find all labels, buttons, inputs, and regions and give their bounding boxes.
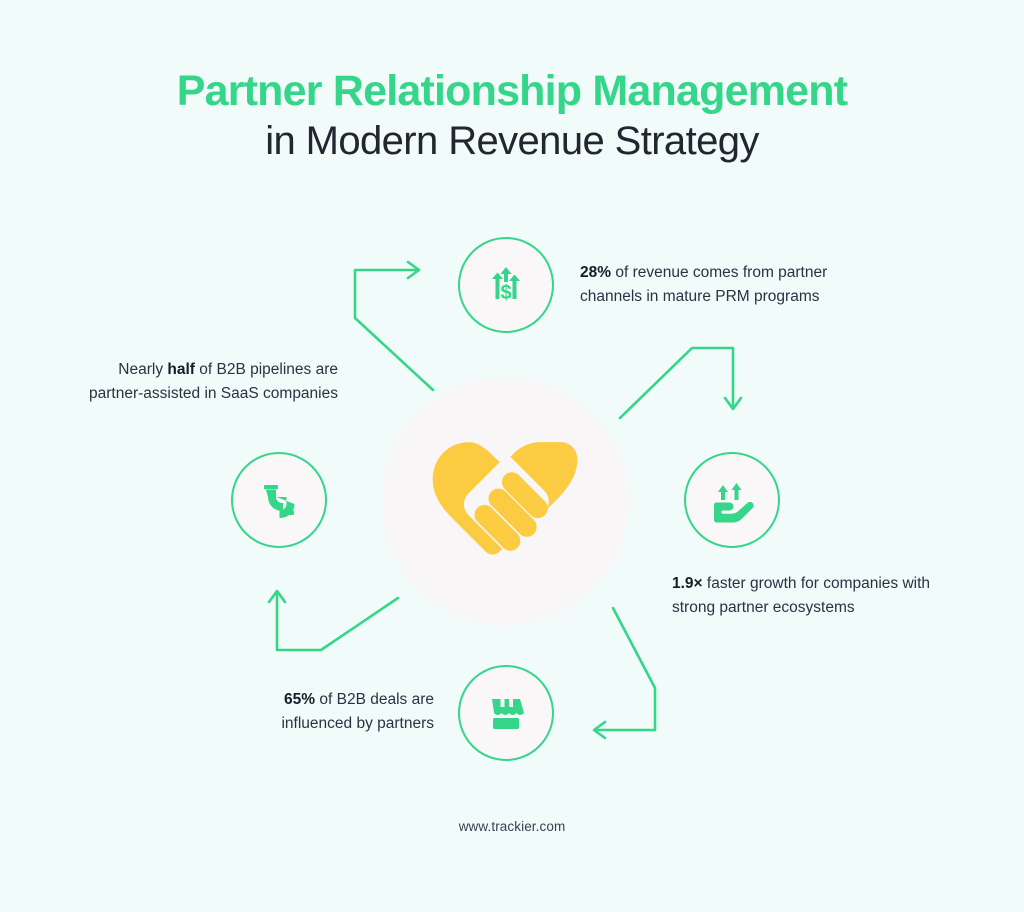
- stat-prefix-pipeline-assist: Nearly: [118, 361, 168, 378]
- stat-deal-influence: 65% of B2B deals are influenced by partn…: [222, 688, 434, 736]
- stat-value-growth-multiplier: 1.9×: [672, 575, 703, 592]
- node-growth-multiplier[interactable]: [684, 452, 780, 548]
- title-line-1: Partner Relationship Management: [176, 67, 848, 115]
- svg-text:$: $: [500, 282, 511, 304]
- storefront-icon: [492, 699, 524, 729]
- arrow-path-bottom-left: [275, 590, 400, 652]
- stat-value-deal-influence: 65%: [284, 691, 316, 708]
- arrow-path-top-left: [353, 268, 435, 392]
- stat-text-revenue-share: of revenue comes from partner channels i…: [580, 264, 828, 306]
- hand-with-up-arrows-icon: [713, 483, 754, 523]
- dollar-growth-arrows-icon: $: [492, 267, 520, 304]
- arrow-head-bottom-left: [267, 589, 287, 604]
- center-hub: [381, 377, 629, 625]
- stat-value-revenue-share: 28%: [580, 264, 612, 281]
- node-pipeline-assist[interactable]: [231, 452, 327, 548]
- stat-text-deal-influence: of B2B deals are influenced by partners: [281, 691, 434, 733]
- page-title: Partner Relationship Management in Moder…: [0, 68, 1024, 164]
- footer-url[interactable]: www.trackier.com: [458, 819, 566, 834]
- pipeline-icon: [264, 485, 295, 518]
- stat-text-pipeline-assist: of B2B pipelines are partner-assisted in…: [89, 361, 338, 403]
- handshake-heart-icon: [432, 442, 578, 555]
- node-revenue-share[interactable]: $: [458, 237, 554, 333]
- arrow-path-bottom-right: [593, 606, 657, 732]
- arrow-head-bottom-right: [592, 720, 607, 740]
- arrow-head-top-left: [406, 260, 421, 280]
- stat-revenue-share: 28% of revenue comes from partner channe…: [580, 261, 890, 309]
- title-line-2: in Modern Revenue Strategy: [265, 119, 759, 164]
- stat-text-growth-multiplier: faster growth for companies with strong …: [672, 575, 931, 617]
- node-deal-influence[interactable]: [458, 665, 554, 761]
- arrow-head-top-right: [723, 396, 743, 411]
- stat-growth-multiplier: 1.9× faster growth for companies with st…: [672, 572, 972, 620]
- stat-value-pipeline-assist: half: [167, 361, 195, 378]
- stat-pipeline-assist: Nearly half of B2B pipelines are partner…: [60, 358, 338, 406]
- arrow-path-top-right: [618, 346, 735, 420]
